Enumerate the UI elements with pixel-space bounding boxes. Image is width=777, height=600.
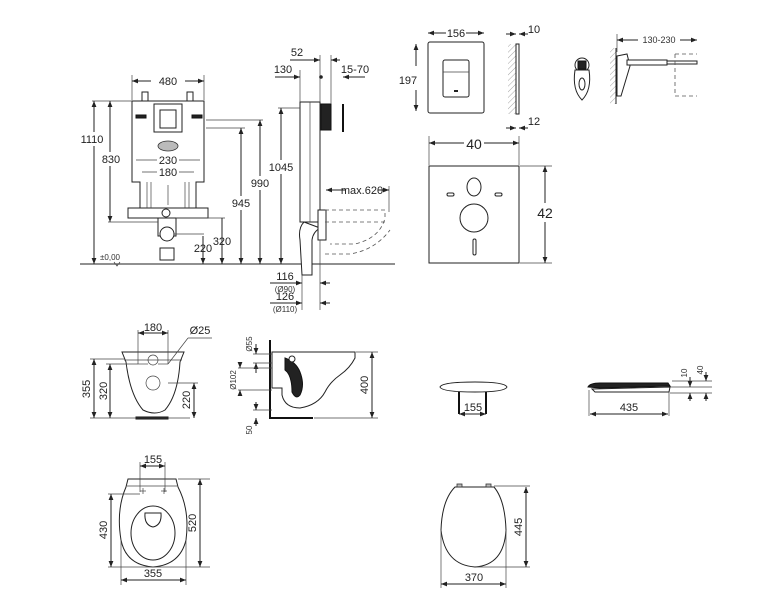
bracket-left-icon xyxy=(135,114,147,119)
bowl-top-view: 155 430 520 355 xyxy=(98,454,210,585)
drain-outlet xyxy=(159,247,175,261)
dim-bottom-offset: 50 xyxy=(245,425,254,434)
bolt-icon xyxy=(161,208,171,218)
dim-seat-thickness-40: 40 xyxy=(696,365,705,374)
dim-seat-depth: 445 xyxy=(513,518,525,536)
bowl-side-body xyxy=(271,351,356,409)
dim-flush-plate-height: 197 xyxy=(399,75,417,87)
bowl-side-view: Ø55 Ø102 50 400 xyxy=(229,336,378,434)
bowl-outlet xyxy=(144,512,162,528)
dim-pad-height: 42 xyxy=(537,205,553,221)
dim-inlet-diameter: Ø55 xyxy=(245,336,254,352)
flush-plate-view: 156 197 10 12 xyxy=(399,24,540,131)
dim-cistern-height: 830 xyxy=(102,154,120,166)
drain-pipe xyxy=(159,226,175,242)
anchor-thread xyxy=(666,60,698,65)
dim-bowl-top-bolt-spacing: 155 xyxy=(144,454,162,466)
frame-side-view: 52 130 15-70 1045 max.620 116 (Ø90) 126 … xyxy=(268,47,395,314)
dim-drain-126-diameter: (Ø110) xyxy=(273,305,298,314)
bowl-front-body xyxy=(121,351,185,414)
dim-outlet-diameter: Ø102 xyxy=(229,370,238,390)
dim-height-945: 945 xyxy=(232,198,250,210)
seat-front-body xyxy=(439,381,508,393)
dim-height-355: 355 xyxy=(81,380,93,398)
floor-level-marker-icon xyxy=(113,261,121,267)
seat-top-body xyxy=(440,486,507,568)
dim-adjust-range: 15-70 xyxy=(341,64,369,76)
dim-seat-thickness-10: 10 xyxy=(680,368,689,377)
flush-inner xyxy=(159,109,177,129)
dim-drain-116-diameter: (Ø90) xyxy=(275,285,296,294)
cistern-box xyxy=(320,103,332,131)
dim-seat-length: 435 xyxy=(620,402,638,414)
dim-bowl-depth-520: 520 xyxy=(187,514,199,532)
dim-drain-spacing: 180 xyxy=(159,167,177,179)
sound-pad-view: 40 42 xyxy=(428,136,553,264)
dim-bowl-depth-430: 430 xyxy=(98,521,110,539)
dim-drain-126: 126 xyxy=(276,291,294,303)
bowl-front-view: 180 Ø25 355 320 220 xyxy=(81,322,212,420)
dim-height-1045: 1045 xyxy=(269,162,293,174)
dim-height-320: 320 xyxy=(213,236,231,248)
dim-flush-thickness-top: 10 xyxy=(528,24,540,36)
brand-logo-icon xyxy=(157,140,179,152)
floor-level-label: ±0,00 xyxy=(100,253,121,262)
bowl-trap xyxy=(284,357,303,398)
seat-hinge-right xyxy=(485,483,492,488)
dim-height-220: 220 xyxy=(181,391,193,409)
dim-height-990: 990 xyxy=(251,178,269,190)
dim-inlet-spacing: 230 xyxy=(159,155,177,167)
dim-depth-52: 52 xyxy=(291,47,303,59)
wall-anchor-view: 130-230 xyxy=(573,34,698,104)
pad-hole-top xyxy=(466,177,482,197)
dim-depth-130: 130 xyxy=(274,64,292,76)
bowl-outline-dashed xyxy=(325,209,386,245)
anchor-bolt xyxy=(626,59,668,66)
seat-side-view: 435 10 40 xyxy=(587,365,712,417)
frame-top-bracket-right xyxy=(186,91,194,102)
frame-top-bracket-left xyxy=(141,91,149,102)
dim-anchor-range: 130-230 xyxy=(642,35,675,45)
dim-max-projection: max.620 xyxy=(341,185,383,197)
bowl-rim xyxy=(130,505,176,561)
dim-frame-width: 480 xyxy=(159,76,177,88)
frame-front-view: 480 1110 830 230 180 945 990 320 220 ±0 xyxy=(79,75,395,267)
dim-frame-total-height: 1110 xyxy=(81,134,104,146)
seat-hinge-left xyxy=(456,483,463,488)
pad-hole-drain xyxy=(459,203,489,233)
dim-hinge-spacing: 155 xyxy=(464,402,482,414)
seat-front-view: 155 xyxy=(439,381,508,417)
dim-drain-116: 116 xyxy=(276,271,294,283)
dim-height-220: 220 xyxy=(194,243,212,255)
dim-hole-diameter: Ø25 xyxy=(190,325,211,337)
dim-flush-thickness-bottom: 12 xyxy=(528,116,540,128)
flush-plate-side xyxy=(515,43,520,115)
bowl-side-wall xyxy=(269,340,313,419)
dim-pad-width: 40 xyxy=(466,136,482,152)
dim-bowl-height: 400 xyxy=(359,376,371,394)
seat-top-view: 445 370 xyxy=(440,483,530,588)
dim-seat-width: 370 xyxy=(465,572,483,584)
side-drain-elbow xyxy=(299,221,322,276)
wall-hatch xyxy=(508,44,516,114)
flush-button xyxy=(442,59,470,98)
bracket-right-icon xyxy=(191,114,203,119)
dim-bowl-width: 355 xyxy=(144,568,162,580)
seat-lid xyxy=(587,382,671,389)
wall-hatch xyxy=(610,48,616,104)
side-drain-connector xyxy=(317,209,327,241)
dim-height-320: 320 xyxy=(98,382,110,400)
dim-flush-plate-width: 156 xyxy=(447,28,465,40)
dim-bolt-spacing: 180 xyxy=(144,322,162,334)
